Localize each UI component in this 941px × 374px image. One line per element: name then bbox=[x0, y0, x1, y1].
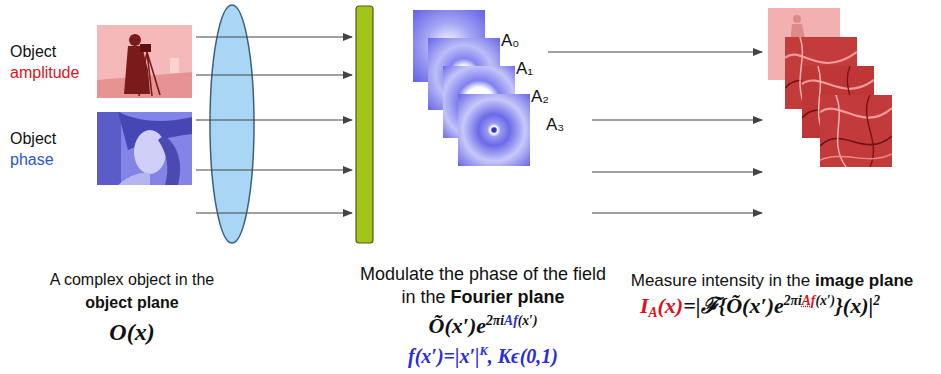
text-line: Measure intensity in theimage plane bbox=[608, 270, 936, 291]
ray-arrow bbox=[592, 212, 762, 213]
formula-text: (x) bbox=[658, 293, 684, 318]
node-label-group: Objectamplitude bbox=[10, 41, 79, 83]
phase-mask: A₂ bbox=[443, 66, 515, 138]
formula-text: f(x′)=|x′| bbox=[408, 345, 479, 367]
ray-arrow bbox=[196, 169, 352, 170]
text-group: f(x′)=|x′|K, Kϵ(0,1) bbox=[318, 343, 648, 372]
formula-text: (x′) bbox=[518, 313, 538, 328]
text-line: Modulate the phase of the field bbox=[318, 263, 648, 286]
ray-arrow bbox=[592, 171, 762, 172]
phase-mask: A₀ bbox=[413, 10, 485, 82]
text-line: O(x) bbox=[18, 318, 246, 346]
mask-label: A₁ bbox=[516, 58, 533, 79]
node-label-group: A₂ bbox=[531, 86, 549, 107]
caption-text: Fourier plane bbox=[451, 287, 565, 307]
text-line: object plane bbox=[18, 291, 246, 314]
ray-arrow bbox=[592, 119, 762, 120]
hair bbox=[158, 135, 180, 185]
formula-text: K bbox=[479, 344, 487, 358]
texture-line bbox=[820, 108, 892, 118]
camera bbox=[140, 44, 151, 52]
node-label-group: A₁ bbox=[516, 58, 533, 79]
caption-text: Modulate the phase of the field bbox=[360, 264, 606, 284]
formula-text: I bbox=[640, 293, 649, 318]
text-group: O(x) bbox=[18, 318, 246, 346]
formula-text: Õ(x′)e bbox=[429, 313, 487, 338]
texture-line bbox=[867, 95, 874, 167]
caption-text: Measure intensity in the bbox=[631, 271, 811, 290]
object-label: phase bbox=[10, 149, 56, 170]
formula-text: A bbox=[648, 305, 657, 320]
object-label: Object bbox=[10, 41, 79, 62]
text-group: IA(x)=|ℱ{Õ(x′)e2πiAf(x′)}(x)|2 bbox=[600, 292, 920, 323]
node-label-group: Objectphase bbox=[10, 128, 56, 170]
caption-text: object plane bbox=[85, 294, 178, 311]
formula-text: Af bbox=[802, 293, 816, 308]
mask-label: A₀ bbox=[501, 30, 519, 51]
formula-text: , Kϵ(0,1) bbox=[488, 345, 558, 367]
text-group: Measure intensity in theimage plane bbox=[608, 270, 936, 291]
node-label-group: A₃ bbox=[546, 114, 564, 135]
phase-mask: A₁ bbox=[428, 38, 500, 110]
formula-text: }(x)| bbox=[835, 293, 873, 318]
text-line: in the Fourier plane bbox=[318, 286, 648, 309]
formula-text: (x′) bbox=[815, 293, 835, 308]
rays-out bbox=[548, 52, 762, 213]
texture-line bbox=[820, 136, 892, 146]
lens bbox=[210, 5, 254, 243]
formula-text: =|ℱ{Õ(x′)e bbox=[683, 293, 784, 318]
text-line: Õ(x′)e2πiAf(x′) bbox=[318, 312, 648, 343]
phase-modulator bbox=[356, 6, 373, 243]
amplitude-picture bbox=[97, 25, 192, 98]
texture-line bbox=[820, 154, 892, 160]
object-image: Objectamplitude bbox=[10, 25, 192, 98]
rays-in bbox=[196, 37, 352, 213]
text-group: Õ(x′)e2πiAf(x′) bbox=[318, 312, 648, 343]
ray-arrow bbox=[196, 212, 352, 213]
text-group: A complex object in the object plane bbox=[18, 268, 246, 314]
ray-arrow bbox=[196, 74, 352, 75]
object-label: amplitude bbox=[10, 62, 79, 83]
ray-arrow bbox=[548, 51, 762, 52]
mask-label: A₂ bbox=[531, 86, 549, 107]
shoulder bbox=[118, 173, 150, 185]
phase-picture bbox=[97, 112, 192, 185]
phase-shade bbox=[97, 112, 121, 185]
ray-arrow bbox=[196, 119, 352, 120]
formula-text: Af bbox=[504, 313, 518, 328]
texture-line bbox=[802, 80, 874, 89]
phase-mask-picture bbox=[458, 94, 530, 166]
caption-text: A complex object in the bbox=[50, 271, 215, 288]
text-line: IA(x)=|ℱ{Õ(x′)e2πiAf(x′)}(x)|2 bbox=[600, 292, 920, 323]
mask-label: A₃ bbox=[546, 114, 564, 135]
texture-line bbox=[785, 52, 857, 63]
intensity-stack bbox=[768, 8, 892, 167]
ray-arrow bbox=[196, 36, 352, 37]
caption-text: image plane bbox=[815, 271, 913, 290]
sky bbox=[97, 25, 192, 98]
object-image: Objectphase bbox=[10, 112, 192, 185]
phase-mask: A₃ bbox=[458, 94, 530, 166]
text-line: A complex object in the bbox=[18, 268, 246, 291]
intensity-image bbox=[820, 95, 892, 167]
object-label: Object bbox=[10, 128, 56, 149]
text-line: f(x′)=|x′|K, Kϵ(0,1) bbox=[318, 343, 648, 372]
intensity-figure bbox=[793, 15, 801, 23]
tripod bbox=[139, 52, 160, 96]
node-label-group: A₀ bbox=[501, 30, 519, 51]
building bbox=[170, 58, 179, 73]
formula-text: O(x) bbox=[109, 319, 154, 345]
formula-text: 2πi bbox=[784, 293, 802, 308]
phase-background bbox=[97, 112, 192, 185]
face bbox=[134, 130, 166, 174]
caption-text: in the bbox=[401, 287, 445, 307]
cameraman-head bbox=[129, 34, 141, 46]
formula-text: 2 bbox=[873, 293, 880, 308]
formula-text: 2πi bbox=[486, 313, 504, 328]
intensity-texture bbox=[820, 95, 892, 167]
text-group: Modulate the phase of the field in the Fou… bbox=[318, 263, 648, 309]
